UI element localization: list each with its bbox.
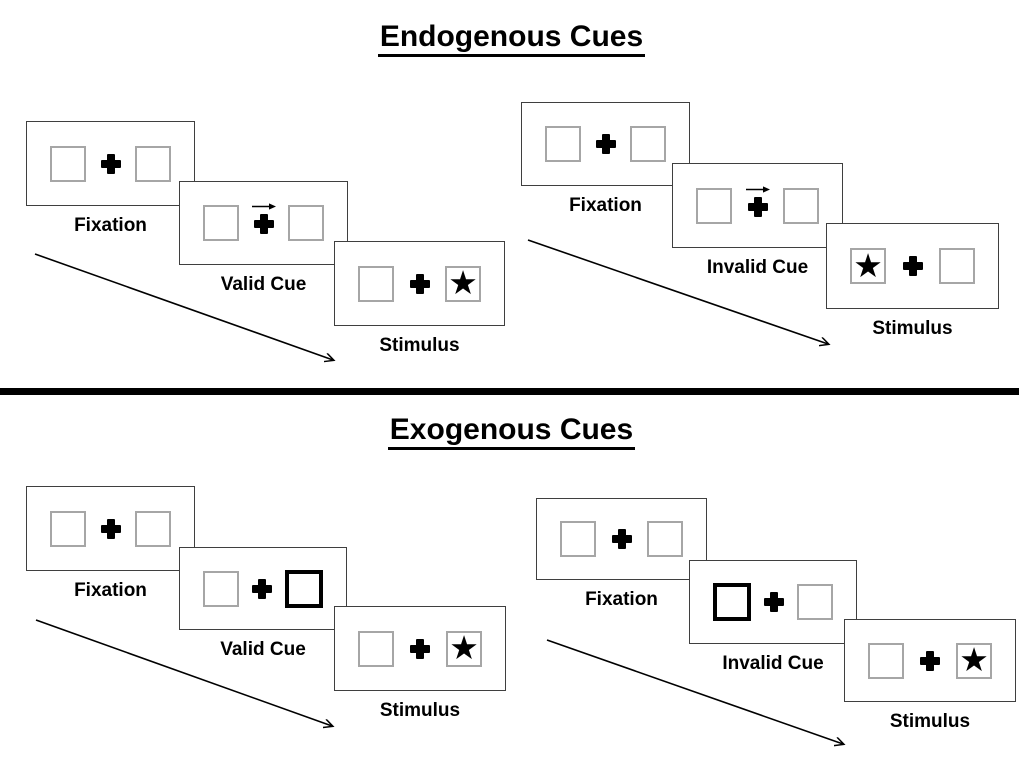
center-cross [611, 529, 632, 549]
section-title-text: Exogenous Cues [387, 413, 636, 450]
star-icon: ★ [449, 628, 479, 667]
left-box [713, 583, 751, 621]
left-box [203, 205, 239, 241]
right-box: ★ [956, 640, 992, 679]
center-cross [920, 650, 940, 671]
panel-exogenous-valid-stimulus: ★ Stimulus [334, 606, 506, 722]
panel-label: Stimulus [872, 318, 953, 339]
panel-endogenous-valid-stimulus: ★ Stimulus [334, 241, 505, 357]
plus-icon [611, 529, 632, 549]
right-box [285, 569, 323, 608]
trial-sequence-arrow [527, 239, 836, 352]
plus-icon [920, 650, 940, 671]
right-box [797, 584, 833, 620]
star-icon: ★ [448, 263, 478, 302]
right-box [135, 510, 171, 547]
plus-icon [595, 134, 616, 154]
plus-icon [100, 518, 121, 539]
star-icon: ★ [959, 640, 989, 679]
section-title-endogenous: Endogenous Cues [0, 20, 1023, 57]
left-box [358, 265, 394, 302]
center-cross [252, 578, 272, 599]
right-box [939, 248, 975, 284]
right-box [783, 187, 819, 224]
panel-exogenous-invalid-fixation: Fixation [536, 498, 707, 611]
panel-label: Stimulus [379, 700, 461, 721]
left-box [50, 510, 86, 547]
right-arrow-icon [745, 185, 770, 193]
section-divider [0, 388, 1019, 395]
trial-sequence-arrow [34, 253, 341, 368]
left-box [50, 145, 86, 182]
center-cross [902, 256, 923, 276]
screen-panel: ★ [844, 619, 1016, 702]
star-icon: ★ [853, 245, 883, 285]
panel-label: Fixation [74, 215, 147, 236]
section-title-text: Endogenous Cues [377, 20, 646, 57]
left-box [545, 126, 581, 162]
screen-panel: ★ [334, 606, 506, 691]
panel-label: Fixation [74, 580, 147, 601]
panel-exogenous-invalid-stimulus: ★ Stimulus [844, 619, 1016, 733]
panel-label: Invalid Cue [722, 653, 824, 674]
panel-label: Invalid Cue [706, 257, 809, 278]
panel-label: Stimulus [379, 335, 460, 356]
right-box [630, 126, 666, 162]
center-cross [409, 273, 430, 294]
screen-panel [179, 181, 348, 265]
right-box [288, 205, 324, 241]
center-cross [410, 638, 430, 659]
panel-endogenous-invalid-fixation: Fixation [521, 102, 690, 217]
right-box: ★ [445, 263, 481, 302]
plus-icon [409, 273, 430, 294]
screen-panel: ★ [334, 241, 505, 326]
center-cross [595, 134, 616, 154]
panel-exogenous-invalid-cue: Invalid Cue [689, 560, 857, 675]
screen-panel [536, 498, 707, 580]
panel-endogenous-valid-fixation: Fixation [26, 121, 195, 237]
left-box [203, 570, 239, 607]
center-cross [764, 592, 784, 612]
screen-panel [179, 547, 347, 630]
screen-panel [26, 121, 195, 206]
right-arrow-icon [251, 203, 276, 210]
screen-panel [672, 163, 843, 248]
trial-sequence-arrow [35, 619, 340, 734]
left-box [560, 521, 596, 557]
left-box: ★ [850, 248, 886, 284]
left-box [868, 642, 904, 679]
plus-icon [252, 578, 272, 599]
left-box [358, 630, 394, 667]
panel-label: Valid Cue [220, 639, 306, 660]
center-cross [745, 185, 771, 217]
center-cross [251, 202, 277, 234]
panel-exogenous-valid-cue: Valid Cue [179, 547, 347, 661]
center-cross [100, 518, 121, 539]
right-box [135, 145, 171, 182]
panel-endogenous-valid-cue: Valid Cue [179, 181, 348, 296]
screen-panel: ★ [826, 223, 999, 309]
plus-icon [410, 638, 430, 659]
section-title-exogenous: Exogenous Cues [0, 413, 1023, 450]
panel-endogenous-invalid-stimulus: ★ Stimulus [826, 223, 999, 340]
plus-icon [902, 256, 923, 276]
plus-icon [747, 196, 768, 217]
trial-sequence-arrow [546, 639, 851, 752]
panel-endogenous-invalid-cue: Invalid Cue [672, 163, 843, 279]
plus-icon [764, 592, 784, 612]
left-box [696, 187, 732, 224]
panel-label: Fixation [585, 589, 658, 610]
right-box [647, 521, 683, 557]
center-cross [100, 153, 121, 174]
screen-panel [521, 102, 690, 186]
panel-label: Fixation [569, 195, 642, 216]
panel-label: Valid Cue [220, 274, 307, 295]
panel-exogenous-valid-fixation: Fixation [26, 486, 195, 602]
screen-panel [689, 560, 857, 644]
right-box: ★ [446, 628, 482, 667]
plus-icon [100, 153, 121, 174]
plus-icon [253, 214, 274, 234]
panel-label: Stimulus [889, 711, 971, 732]
screen-panel [26, 486, 195, 571]
